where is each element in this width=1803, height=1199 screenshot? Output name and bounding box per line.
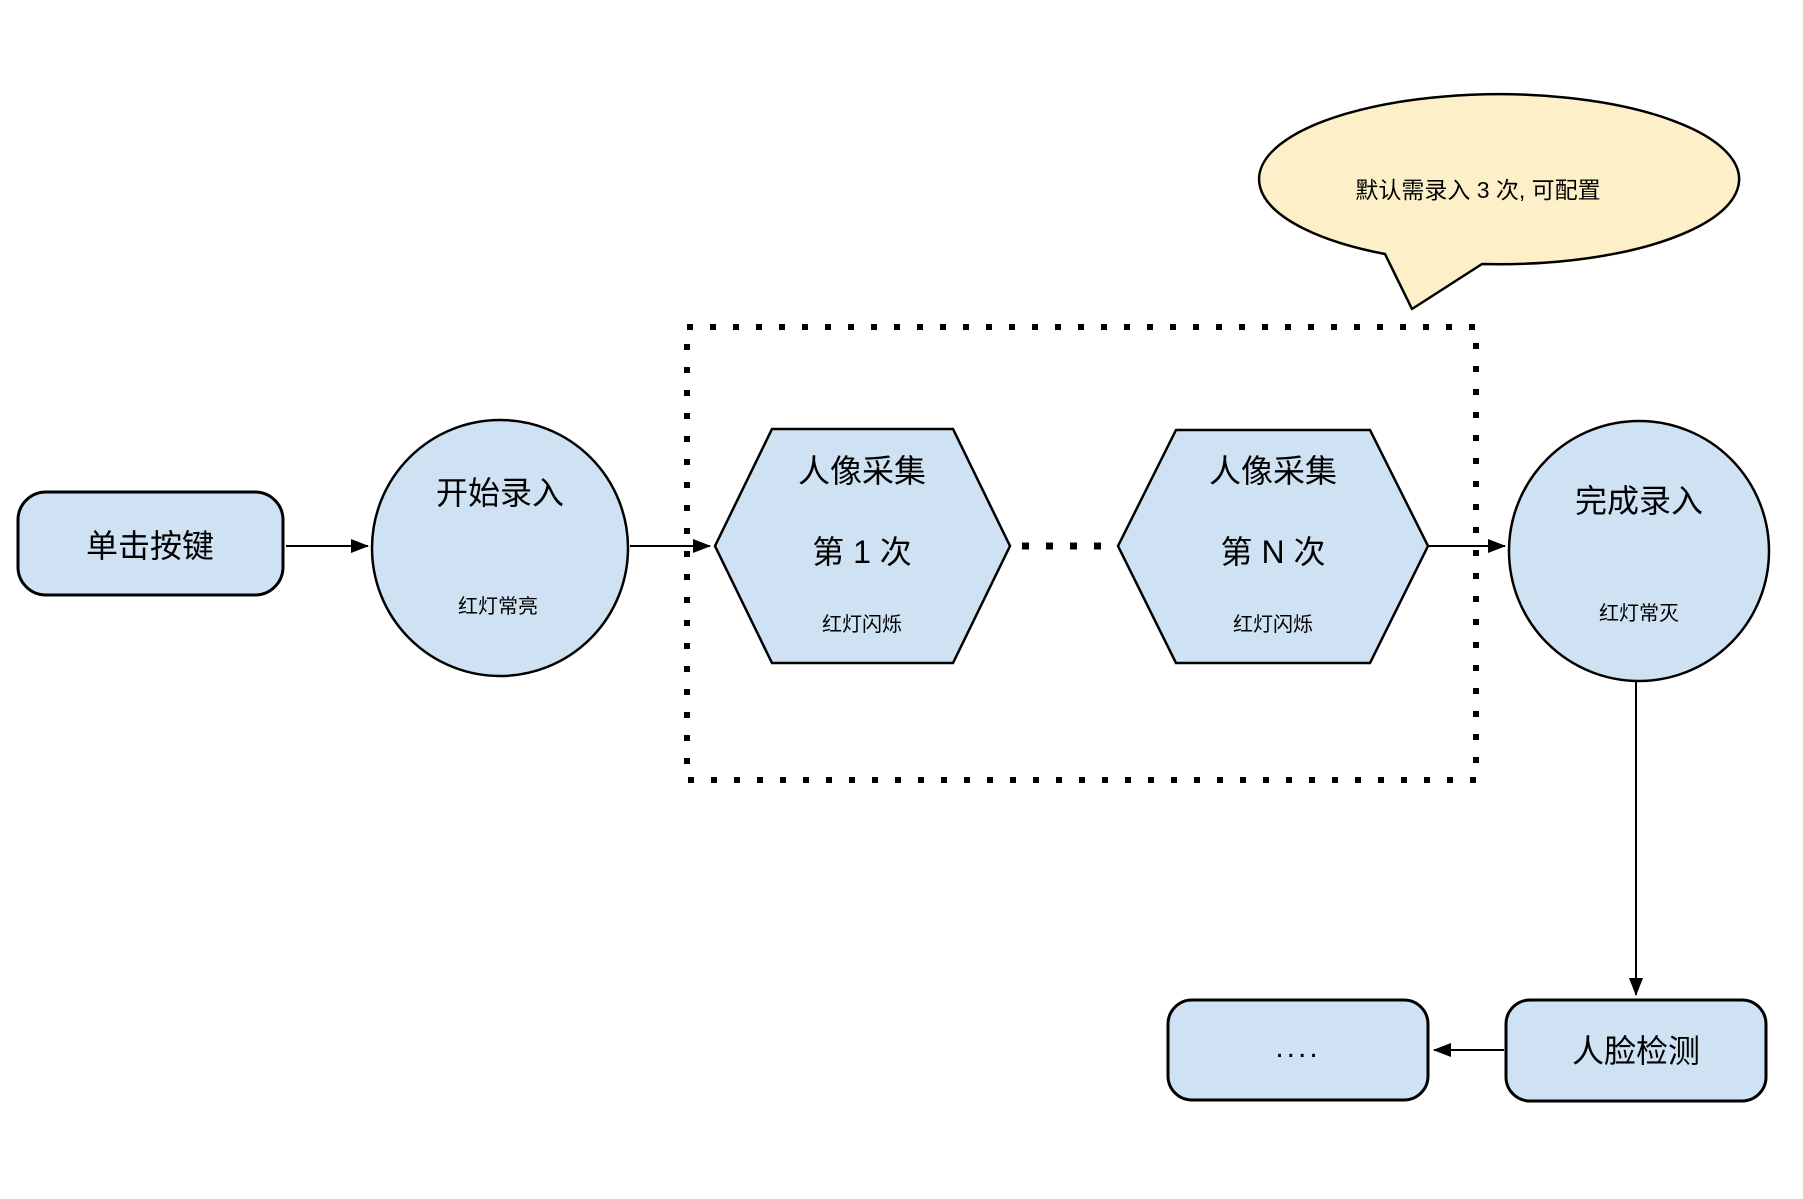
callout-text: 默认需录入 3 次, 可配置 xyxy=(1355,177,1600,203)
node-capture-nth-label: 人像采集 xyxy=(1209,453,1337,489)
node-capture-nth-sublabel: 红灯闪烁 xyxy=(1233,613,1313,636)
node-capture-first-sublabel: 红灯闪烁 xyxy=(822,613,902,636)
node-click-button-label: 单击按键 xyxy=(86,528,214,564)
callout-bubble xyxy=(1257,92,1741,311)
node-capture-nth xyxy=(1116,428,1430,665)
node-capture-first-label: 人像采集 xyxy=(798,453,926,489)
node-start-enroll xyxy=(370,418,630,678)
node-finish-enroll xyxy=(1507,419,1771,683)
loop-boundary xyxy=(684,324,1479,783)
node-face-detection-label: 人脸检测 xyxy=(1572,1033,1700,1069)
node-finish-enroll-label: 完成录入 xyxy=(1575,483,1703,519)
node-start-enroll-label: 开始录入 xyxy=(436,475,564,511)
node-continuation xyxy=(1166,998,1430,1102)
node-finish-enroll-sublabel: 红灯常灭 xyxy=(1599,602,1679,625)
node-click-button xyxy=(16,490,285,597)
node-capture-first xyxy=(713,427,1012,665)
node-face-detection xyxy=(1504,998,1768,1103)
node-start-enroll-sublabel: 红灯常亮 xyxy=(458,595,538,618)
node-capture-first-count: 第 1 次 xyxy=(812,534,912,570)
node-capture-nth-count: 第 N 次 xyxy=(1221,534,1326,570)
node-continuation-label: .... xyxy=(1275,1031,1320,1064)
